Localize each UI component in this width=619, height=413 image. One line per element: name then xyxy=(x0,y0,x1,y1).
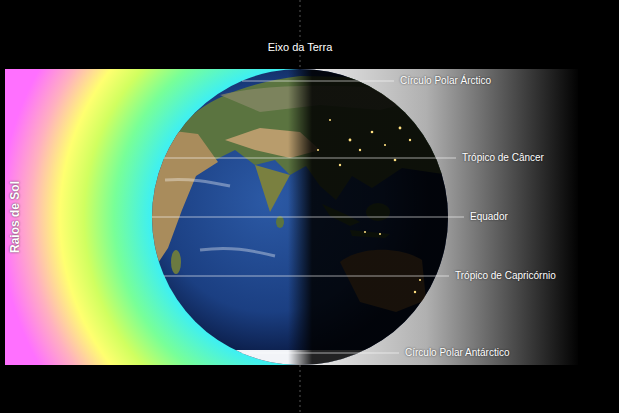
cloud xyxy=(165,179,230,186)
arctic-circle-line xyxy=(242,81,394,82)
india-landmass xyxy=(255,165,290,212)
tropic-cancer-line xyxy=(164,158,456,159)
latitude-label: Trópico de Câncer xyxy=(462,152,544,164)
latitude-label: Círculo Polar Antárctico xyxy=(405,347,510,359)
cloud xyxy=(200,248,275,256)
equator-line xyxy=(152,217,464,218)
latitude-label: Trópico de Capricórnio xyxy=(455,270,556,282)
antarctic-circle-line xyxy=(242,353,399,354)
latitude-label: Círculo Polar Árctico xyxy=(400,75,491,87)
latitude-lines xyxy=(152,81,464,353)
sri-lanka xyxy=(276,216,284,228)
globe xyxy=(150,67,453,370)
madagascar xyxy=(171,250,181,274)
city-lights xyxy=(317,117,431,293)
tropic-capricorn-line xyxy=(164,276,449,277)
axis-label: Eixo da Terra xyxy=(265,41,336,53)
latitude-label: Equador xyxy=(470,211,508,223)
sunlight-label: Raios de Sol xyxy=(9,181,21,253)
night-side xyxy=(288,67,453,369)
